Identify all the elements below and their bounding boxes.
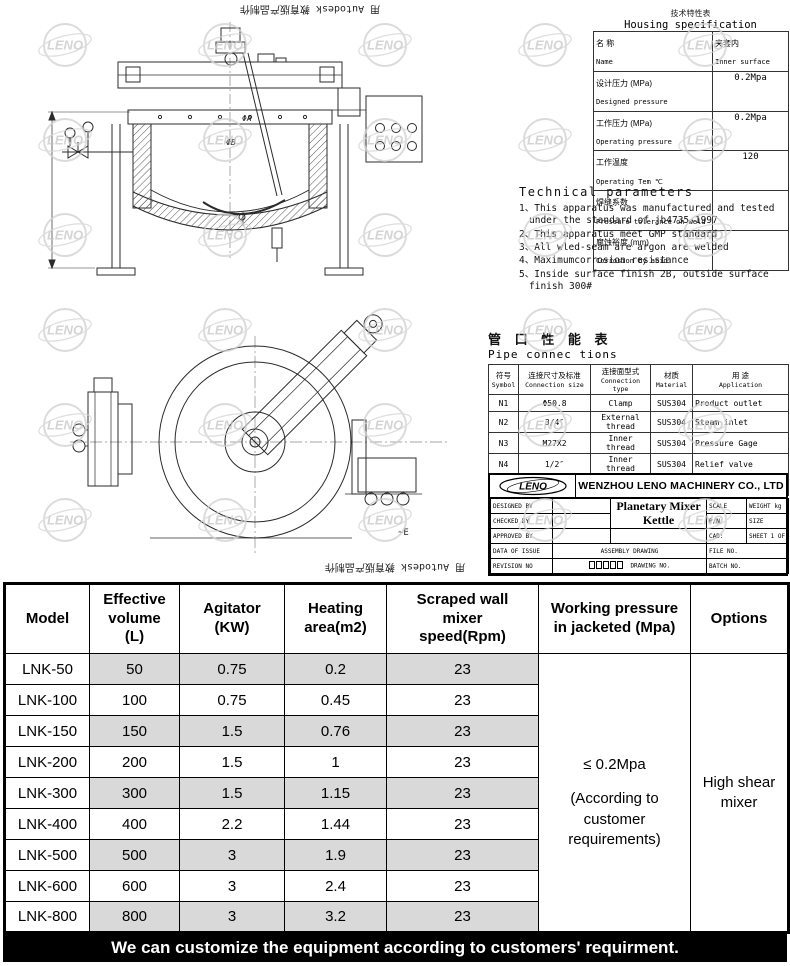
technical-parameter-item: 3、All wled-seam are argon are welded [519,242,729,254]
title-block: LENO WENZHOU LENO MACHINERY CO., LTD DES… [488,473,789,576]
front-elevation-drawing [48,22,423,276]
engineering-drawing-area: 用 Autodesk 教育版产品制作 用 Autodesk 教育版产品制作 [35,3,790,576]
dim-label-e: ~E [398,528,409,538]
col-header-speed: Scraped wall mixer speed(Rpm) [386,583,539,654]
technical-parameter-item: 2、This apparatus meet GMP standard [519,228,718,240]
pipe-row: N2 3/4″ External thread SUS304 Steam inl… [488,411,789,433]
dim-label-a: ΦA [242,114,252,123]
col-header-model: Model [4,583,90,654]
col-header-options: Options [690,583,789,654]
title-block-row: APPROVED BY CAD: SHEET 1 OF [490,528,789,544]
col-header-pressure: Working pressure in jacketed (Mpa) [538,583,691,654]
svg-text:LENO: LENO [519,482,547,493]
spec-row: LNK-600 600 3 2.4 23 [4,870,789,902]
title-block-header: LENO WENZHOU LENO MACHINERY CO., LTD [490,475,786,498]
options-cell: High shear mixer [690,653,789,933]
engineering-drawing-canvas: 用 Autodesk 教育版产品制作 用 Autodesk 教育版产品制作 [48,3,465,574]
pipe-row: N1 Φ50.8 Clamp SUS304 Product outlet [488,394,789,412]
col-header-agitator: Agitator (KW) [179,583,285,654]
title-block-grid: DESIGNED BY Planetary Mixer Kettle SCALE… [490,498,789,574]
leno-logo: LENO [490,475,576,497]
title-block-row: REVISION NO DRAWING NO. BATCH NO. [490,558,789,574]
technical-parameter-item: 1、This apparatus was manufactured and te… [519,203,775,227]
model-spec-table: Model Effective volume (L) Agitator (KW)… [3,582,790,934]
housing-row: 工作压力 (MPa)Operating pressure 0.2Mpa [593,110,789,152]
customize-banner-text: We can customize the equipment according… [111,938,679,957]
pipe-title-zh: 管 口 性 能 表 [488,332,613,347]
company-name: WENZHOU LENO MACHINERY CO., LTD [578,480,784,492]
col-header-heating: Heating area(m2) [284,583,387,654]
customize-banner: We can customize the equipment according… [3,934,787,962]
col-header-volume: Effective volume (L) [89,583,180,654]
pipe-title-en: Pipe connec tions [488,348,618,361]
spec-row: LNK-300 300 1.5 1.15 23 [4,777,789,809]
spec-row: LNK-150 150 1.5 0.76 23 [4,715,789,747]
drawing-title: Planetary Mixer Kettle [616,499,701,527]
housing-row: 设计压力 (MPa)Designed pressure 0.2Mpa [593,70,789,112]
spec-row: LNK-400 400 2.2 1.44 23 [4,808,789,840]
pipe-row: N4 1/2″ Inner thread SUS304 Relief valve [488,453,789,475]
spec-row: LNK-500 500 3 1.9 23 [4,839,789,871]
technical-parameters-panel: Technical parameters 1、This apparatus wa… [519,185,790,294]
technical-parameter-item: 4、Maximumcorrosion resistance [519,255,689,267]
title-block-row: DATA OF ISSUE ASSEMBLY DRAWING FILE NO. [490,543,789,559]
leno-logo-icon: LENO [498,476,567,496]
autodesk-education-note-bottom: 用 Autodesk 教育版产品制作 [325,561,465,574]
housing-caption: 技术特性表 [670,9,711,18]
title-block-row: DESIGNED BY Planetary Mixer Kettle SCALE… [490,498,789,529]
spec-row: LNK-100 100 0.75 0.45 23 [4,684,789,716]
dim-label-b: ΦB [226,138,236,147]
spec-row: LNK-50 50 0.75 0.2 23 ≤ 0.2Mpa(According… [4,653,789,933]
tilted-side-view-drawing [70,314,448,556]
spec-row: LNK-200 200 1.5 1 23 [4,746,789,778]
spec-header-row: Model Effective volume (L) Agitator (KW)… [4,583,789,654]
working-pressure-cell: ≤ 0.2Mpa(According to customer requireme… [538,653,691,933]
revision-boxes [588,561,624,571]
pipe-row: N3 M27X2 Inner thread SUS304 Pressure Ga… [488,432,789,454]
spec-row: LNK-800 800 3 3.2 23 [4,901,789,933]
technical-parameters-title: Technical parameters [519,185,694,199]
autodesk-education-note-top: 用 Autodesk 教育版产品制作 [240,3,380,16]
technical-parameter-item: 5、Inside surface finish 2B, outside surf… [519,268,769,293]
housing-title: Housing specification [624,19,757,31]
